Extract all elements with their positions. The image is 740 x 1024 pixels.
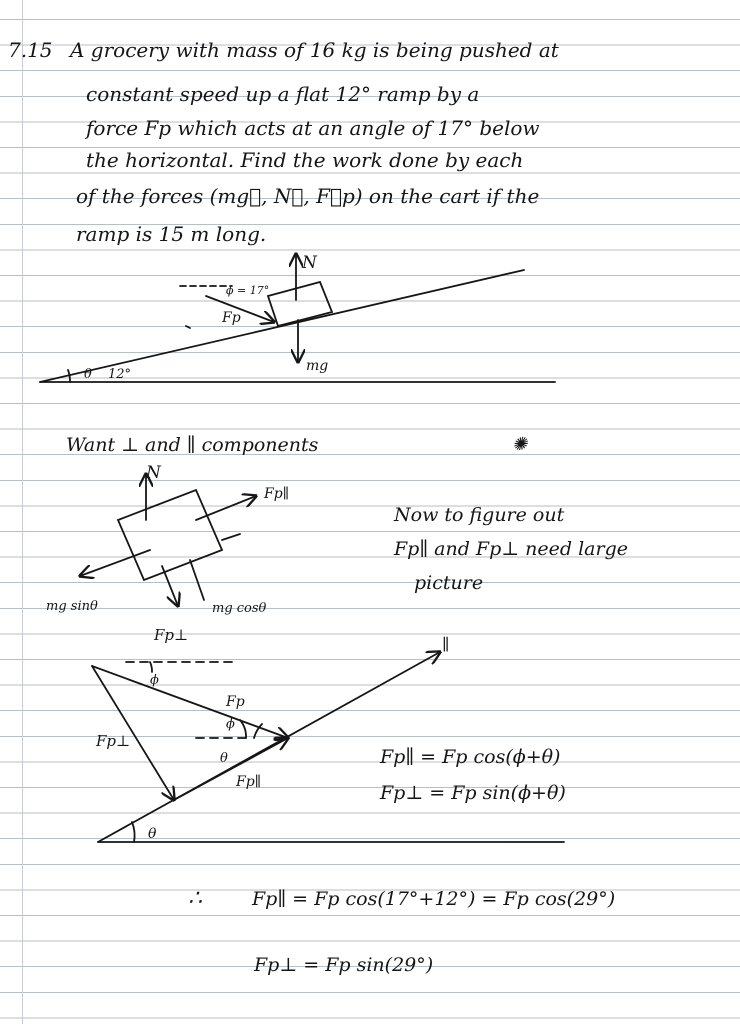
fp-perp-label: Fp⊥ bbox=[153, 626, 188, 644]
problem-line-1: A grocery with mass of 16 kg is being pu… bbox=[70, 38, 559, 62]
fp-perp-stub bbox=[189, 559, 205, 601]
fp-perp-label: Fp⊥ bbox=[95, 732, 130, 750]
problem-line-3: force Fp which acts at an angle of 17° b… bbox=[86, 116, 540, 140]
ramp-angle-arc bbox=[67, 369, 71, 383]
decomposition-diagram: ∥ ϕ Fp ϕ θ Fp⊥ Fp∥ θ bbox=[91, 635, 565, 843]
normal-label: N bbox=[301, 253, 318, 273]
base-theta-label: θ bbox=[148, 826, 157, 842]
cart-box bbox=[116, 488, 224, 582]
fp-parallel-label: Fp∥ bbox=[235, 774, 261, 790]
mg-sin-label: mg sinθ bbox=[46, 599, 98, 614]
fp-parallel-arrow bbox=[195, 496, 256, 521]
note-line-1: Now to figure out bbox=[394, 504, 565, 526]
theta-label: θ bbox=[84, 367, 92, 382]
mg-cos-label: mg cosθ bbox=[212, 601, 267, 616]
margin-line bbox=[22, 0, 23, 1024]
weight-label: mg bbox=[306, 358, 328, 374]
theta-arc bbox=[253, 723, 263, 739]
parallel-axis-arrow bbox=[97, 652, 440, 843]
box-edge-extension bbox=[221, 533, 241, 541]
problem-line-5: of the forces (mg⃗, N⃗, F⃗p) on the cart… bbox=[76, 184, 540, 208]
phi-label-top: ϕ bbox=[150, 673, 159, 688]
equation-fp-perp: Fp⊥ = Fp sin(ϕ+θ) bbox=[380, 782, 566, 804]
fp-parallel-label: Fp∥ bbox=[263, 486, 289, 502]
problem-line-4: the horizontal. Find the work done by ea… bbox=[86, 148, 524, 172]
push-force-arrow bbox=[205, 295, 274, 322]
note-line-2: Fp∥ and Fp⊥ need large bbox=[394, 538, 629, 560]
problem-number: 7.15 bbox=[8, 38, 53, 62]
phi-label: ϕ = 17° bbox=[226, 284, 269, 297]
phi-label-mid: ϕ bbox=[226, 717, 235, 732]
fp-parallel-vector bbox=[173, 738, 288, 801]
result-fp-parallel: Fp∥ = Fp cos(17°+12°) = Fp cos(29°) bbox=[252, 888, 616, 910]
equation-fp-parallel: Fp∥ = Fp cos(ϕ+θ) bbox=[380, 746, 561, 768]
note-line-3: picture bbox=[414, 572, 484, 594]
base-angle-arc bbox=[131, 821, 136, 843]
fp-label: Fp bbox=[225, 694, 245, 710]
theta-label-mid: θ bbox=[220, 751, 228, 766]
mg-cos-arrow bbox=[161, 565, 178, 606]
ramp-angle-label: 12° bbox=[108, 367, 131, 382]
result-fp-perp: Fp⊥ = Fp sin(29°) bbox=[254, 954, 434, 976]
component-diagram: N Fp∥ mg sinθ mg cosθ Fp⊥ bbox=[46, 463, 289, 644]
therefore-symbol: ∴ bbox=[188, 886, 202, 911]
mg-sin-arrow bbox=[80, 549, 151, 576]
push-force-label: Fp bbox=[221, 310, 241, 326]
phi-arc-top bbox=[149, 661, 153, 673]
fp-vector bbox=[91, 665, 288, 738]
problem-line-6: ramp is 15 m long. bbox=[76, 222, 267, 246]
phi-arc-mid bbox=[239, 719, 247, 739]
scribble-mark: ✺ bbox=[512, 434, 528, 455]
small-mark bbox=[185, 325, 191, 329]
cart-box bbox=[266, 280, 334, 328]
parallel-axis-label: ∥ bbox=[442, 635, 449, 654]
ramp-diagram: N ϕ = 17° Fp mg θ 12° bbox=[39, 253, 556, 383]
components-heading: Want ⊥ and ∥ components bbox=[66, 434, 319, 456]
ramp-line bbox=[39, 269, 525, 383]
normal-label: N bbox=[145, 463, 162, 483]
problem-line-2: constant speed up a flat 12° ramp by a bbox=[86, 82, 480, 106]
fp-perp-vector bbox=[91, 665, 174, 800]
